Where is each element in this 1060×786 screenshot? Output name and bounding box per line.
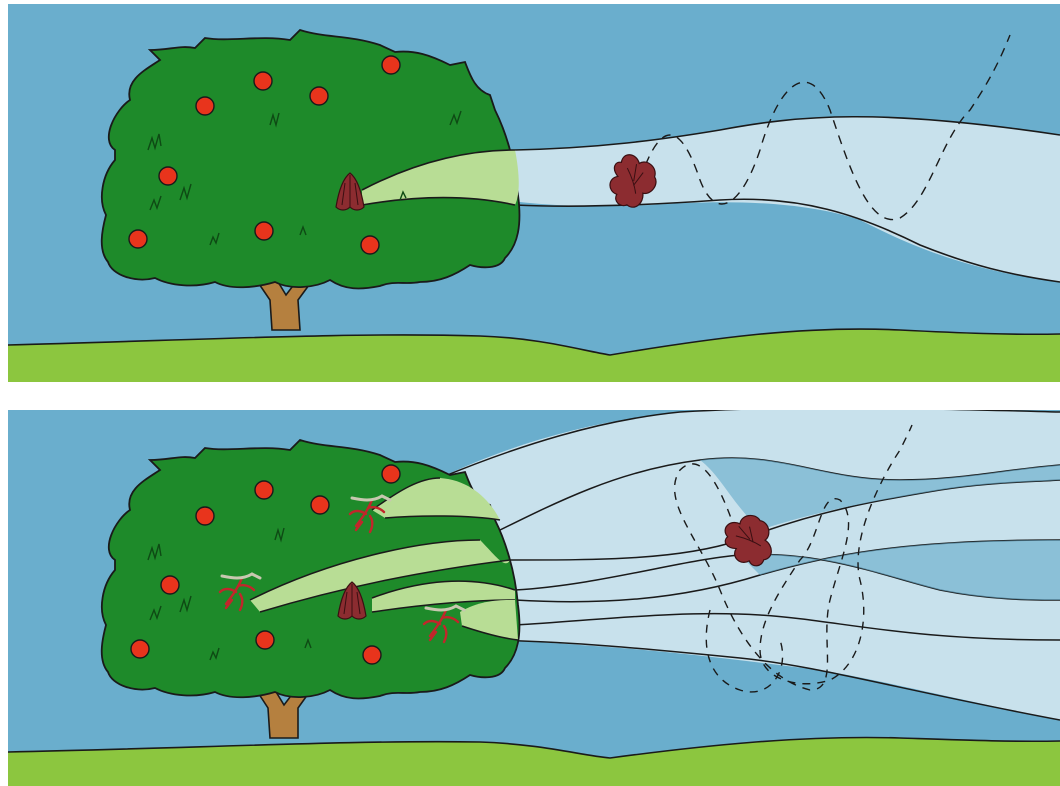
apple-icon — [256, 631, 274, 649]
panel-single-moth — [8, 4, 1060, 382]
panel-divider — [0, 382, 1060, 410]
apple-icon — [255, 222, 273, 240]
apple-icon — [363, 646, 381, 664]
apple-icon — [161, 576, 179, 594]
apple-icon — [310, 87, 328, 105]
tree-canopy — [102, 440, 520, 698]
panel-dispensers — [8, 408, 1060, 786]
apple-icon — [196, 97, 214, 115]
apple-icon — [129, 230, 147, 248]
apple-icon — [159, 167, 177, 185]
apple-icon — [311, 496, 329, 514]
apple-icon — [382, 465, 400, 483]
apple-icon — [361, 236, 379, 254]
apple-icon — [254, 72, 272, 90]
apple-icon — [131, 640, 149, 658]
apple-icon — [382, 56, 400, 74]
apple-icon — [196, 507, 214, 525]
apple-icon — [255, 481, 273, 499]
